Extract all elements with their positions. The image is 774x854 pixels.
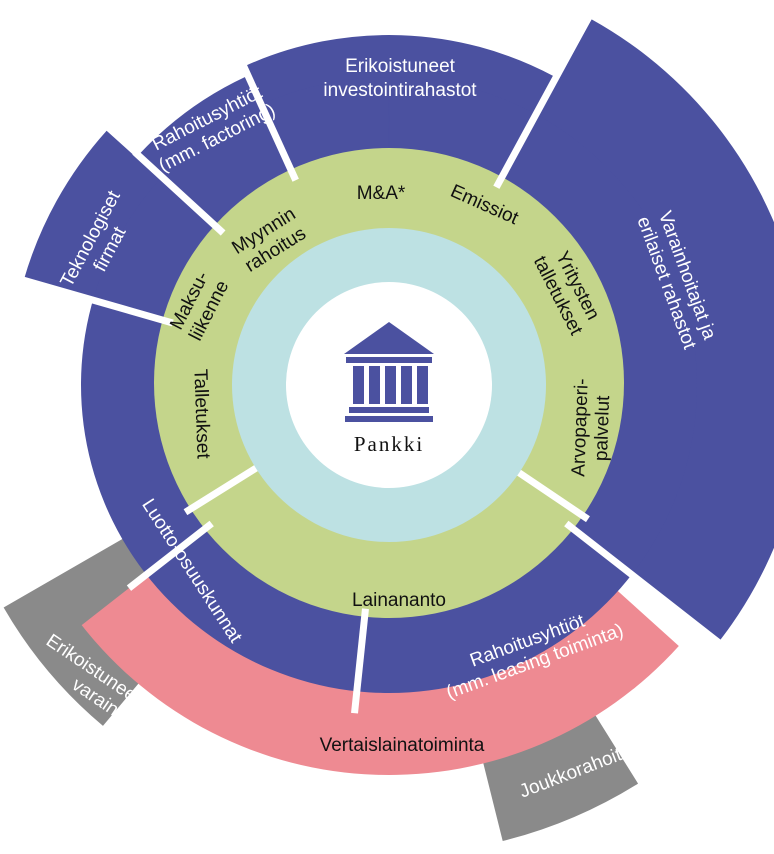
label-vertaislainatoiminta: Vertaislainatoiminta	[320, 735, 485, 756]
label-erikoistuneet-2: investointirahastot	[323, 80, 477, 101]
separator-line	[511, 465, 590, 523]
label-arvopaperipalvelut: Arvopaperi- palvelut	[568, 378, 614, 477]
segment-vertaislainatoiminta	[81, 566, 679, 775]
label-ma: M&A*	[357, 183, 406, 204]
center-label: Pankki	[354, 432, 424, 456]
bank-building-icon	[344, 322, 434, 422]
separator-line	[564, 520, 727, 650]
separator-line	[493, 9, 595, 189]
separator-line	[126, 520, 214, 591]
separator-line	[238, 60, 299, 182]
label-erikoistuneet-1: Erikoistuneet	[345, 56, 456, 77]
separator-line	[132, 149, 226, 236]
label-lainananto: Lainananto	[352, 590, 446, 611]
separator-line	[351, 608, 369, 714]
label-talletukset: Talletukset	[189, 369, 213, 460]
separator-line	[183, 461, 264, 516]
segment-separators	[8, 9, 727, 714]
label-arvo-line2: palvelut	[591, 395, 614, 462]
separator-line	[8, 272, 174, 327]
label-arvo-line1: Arvopaperi-	[568, 378, 592, 477]
